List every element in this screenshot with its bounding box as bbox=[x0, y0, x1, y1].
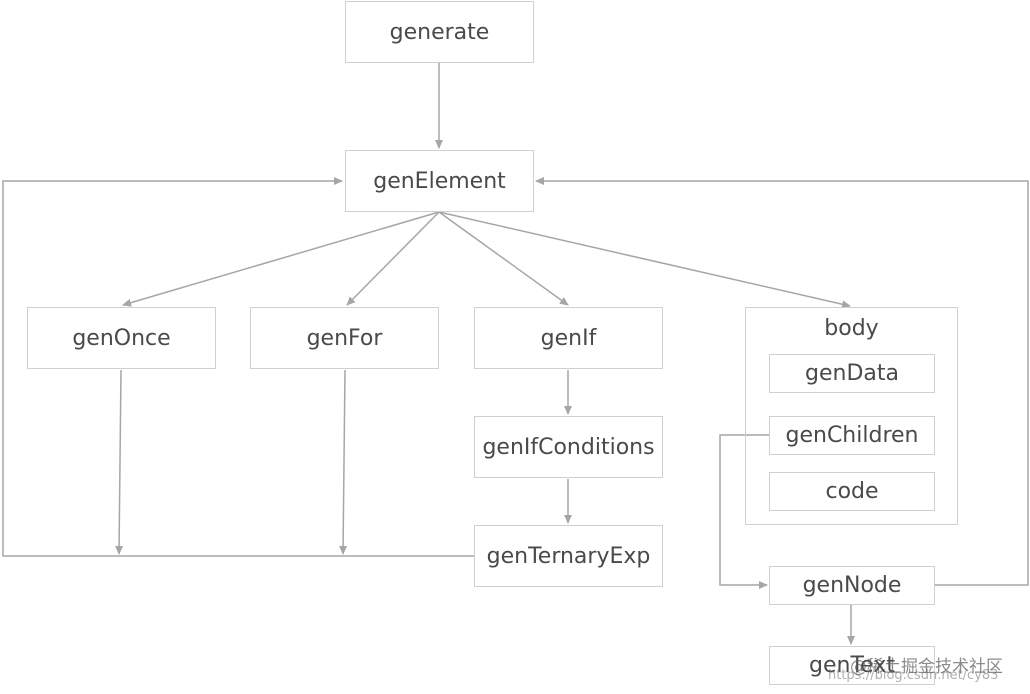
node-genif: genIf bbox=[474, 307, 663, 369]
node-gendata-label: genData bbox=[805, 361, 899, 386]
node-generate-label: generate bbox=[389, 19, 490, 45]
node-genonce: genOnce bbox=[27, 307, 216, 369]
node-genternaryexp-label: genTernaryExp bbox=[486, 543, 651, 569]
node-genifconditions: genIfConditions bbox=[474, 416, 663, 478]
container-body-title: body bbox=[824, 316, 879, 341]
node-genelement: genElement bbox=[345, 150, 534, 212]
edge-genelement-to-body bbox=[438, 211, 851, 309]
edge-genelement-to-genif bbox=[438, 211, 569, 306]
node-code-label: code bbox=[825, 479, 879, 504]
node-genchildren-label: genChildren bbox=[785, 423, 919, 448]
node-genelement-label: genElement bbox=[373, 168, 506, 194]
node-gentext-label: genText bbox=[809, 653, 895, 678]
edge-genonce-to-return-bus bbox=[115, 369, 124, 555]
node-genif-label: genIf bbox=[540, 325, 597, 351]
edge-genelement-to-genonce bbox=[122, 211, 440, 307]
node-code: code bbox=[769, 472, 935, 511]
node-gentext: genText bbox=[769, 646, 935, 685]
watermark-text: @稀土掘金技术社区 bbox=[850, 657, 1003, 677]
node-genternaryexp: genTernaryExp bbox=[474, 525, 663, 587]
edge-genfor-to-return-bus bbox=[339, 369, 348, 555]
node-genfor-label: genFor bbox=[306, 325, 383, 351]
node-gennode: genNode bbox=[769, 566, 935, 605]
container-body: body bbox=[745, 307, 958, 525]
node-genifconditions-label: genIfConditions bbox=[482, 434, 655, 460]
edge-genelement-to-genfor bbox=[346, 211, 440, 306]
node-gendata: genData bbox=[769, 354, 935, 393]
node-genchildren: genChildren bbox=[769, 416, 935, 455]
node-gennode-label: genNode bbox=[802, 573, 902, 598]
watermark-url: https://blog.csdn.net/cy83 bbox=[828, 668, 999, 683]
node-generate: generate bbox=[345, 1, 534, 63]
node-genfor: genFor bbox=[250, 307, 439, 369]
node-genonce-label: genOnce bbox=[72, 325, 171, 351]
